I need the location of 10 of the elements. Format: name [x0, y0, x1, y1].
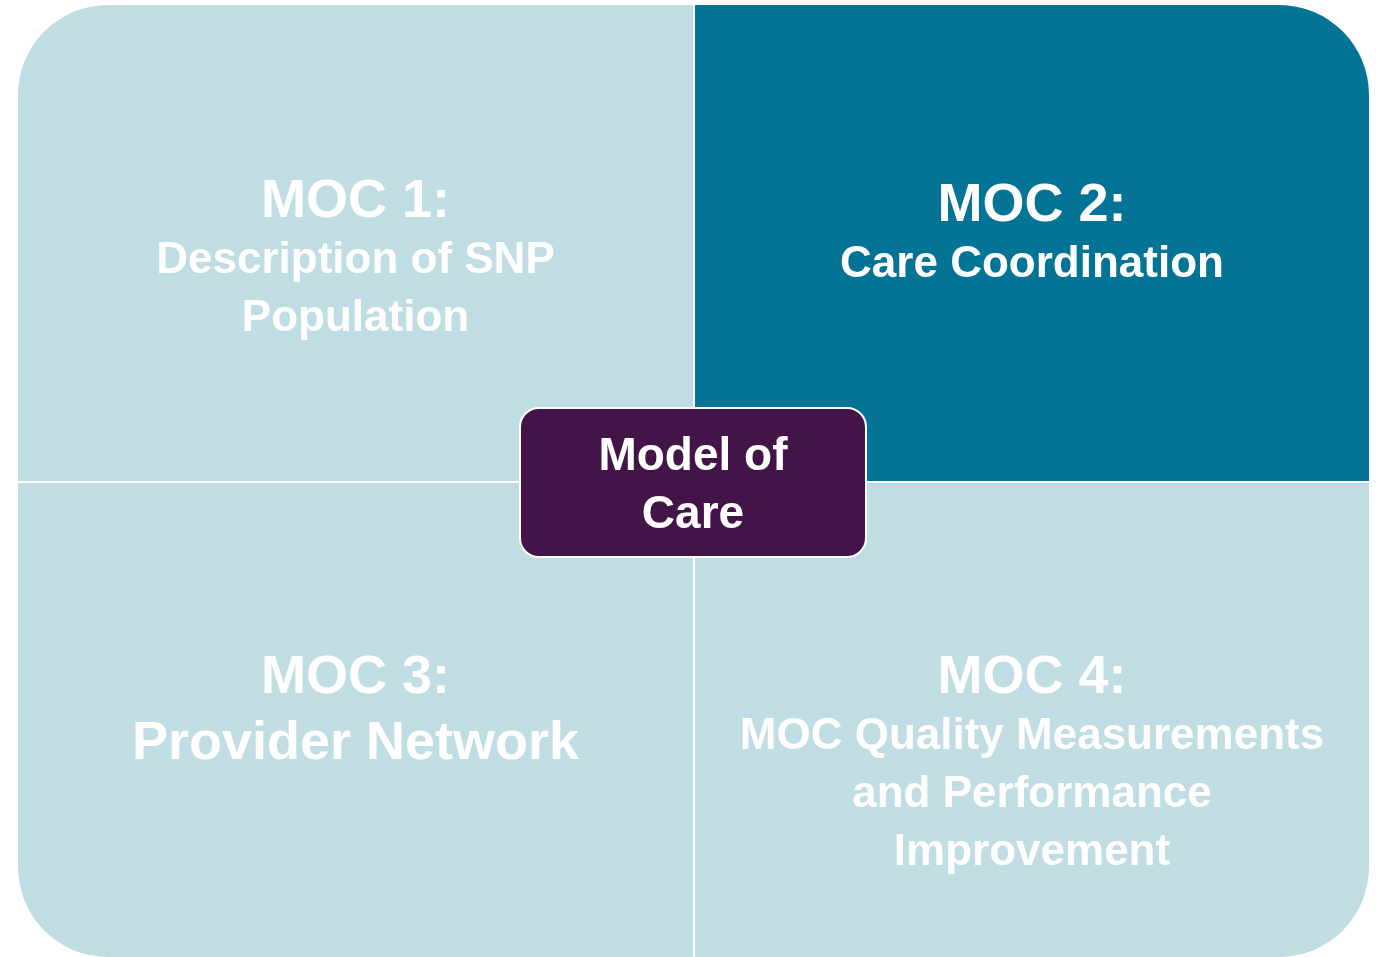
- heading: MOC 2:: [937, 171, 1127, 233]
- center-box: [519, 407, 867, 558]
- heading: MOC 3:: [261, 643, 450, 705]
- title-text: Model of Care: [597, 426, 789, 540]
- description-text: Provider Network: [131, 709, 580, 772]
- description-text: MOC Quality Measurements and Performance Improvement: [738, 708, 1326, 876]
- description-text: Care Coordination: [840, 236, 1224, 288]
- heading: MOC 4:: [937, 643, 1127, 705]
- description-text: Description of SNP Population: [155, 232, 556, 342]
- heading: MOC 1:: [261, 167, 450, 229]
